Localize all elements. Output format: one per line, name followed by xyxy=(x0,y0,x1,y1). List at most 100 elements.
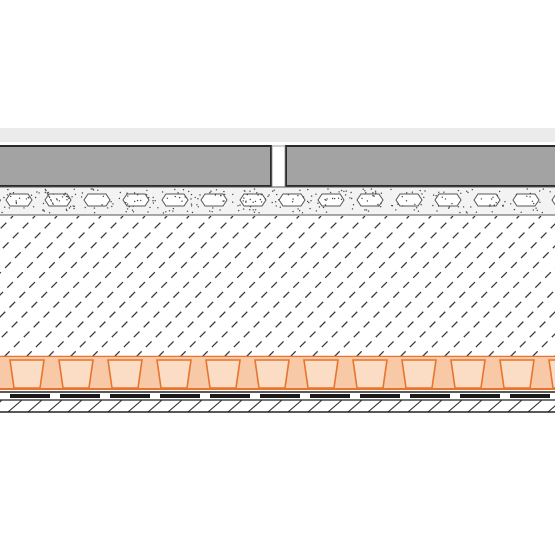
adhesive-dot xyxy=(349,197,351,199)
adhesive-dot xyxy=(254,209,257,211)
base-bond-segment xyxy=(410,394,450,398)
adhesive-dot xyxy=(372,195,374,197)
screed-hatch-line xyxy=(0,216,124,340)
screed-hatch-line xyxy=(179,216,322,357)
screed-hatch-line xyxy=(223,216,366,357)
membrane-cavity xyxy=(352,359,388,389)
adhesive-dot xyxy=(132,211,135,213)
adhesive-dot xyxy=(271,201,273,204)
adhesive-dot xyxy=(84,206,86,209)
adhesive-dot xyxy=(136,194,139,196)
adhesive-dot xyxy=(324,204,327,206)
adhesive-dot xyxy=(315,193,317,195)
adhesive-dot xyxy=(542,188,545,190)
screed-hatch-line xyxy=(399,216,542,357)
adhesive-dot xyxy=(462,206,465,208)
adhesive-pocket xyxy=(356,193,384,207)
tile-adhesive-layer xyxy=(0,186,555,216)
adhesive-dot xyxy=(451,203,453,205)
adhesive-dot xyxy=(172,210,174,212)
adhesive-dot xyxy=(373,195,375,197)
adhesive-dot xyxy=(72,205,74,207)
adhesive-dot xyxy=(372,192,374,194)
adhesive-dot xyxy=(405,200,408,202)
adhesive-dot xyxy=(32,206,35,208)
adhesive-pocket xyxy=(122,193,150,207)
adhesive-dot xyxy=(466,190,468,192)
adhesive-dot xyxy=(510,203,512,205)
adhesive-dot xyxy=(471,189,473,191)
adhesive-dot xyxy=(58,200,61,202)
membrane-cavity xyxy=(9,359,45,389)
base-bond-segment xyxy=(60,394,100,398)
adhesive-dot xyxy=(299,189,301,191)
adhesive-dot xyxy=(457,189,460,192)
screed-hatch-line xyxy=(201,216,344,357)
adhesive-pocket xyxy=(5,193,33,207)
adhesive-dot xyxy=(366,200,369,202)
adhesive-dot xyxy=(465,211,468,213)
adhesive-pocket xyxy=(161,193,189,207)
base-hatch-line xyxy=(67,400,83,412)
adhesive-bed xyxy=(0,187,555,215)
adhesive-dot xyxy=(307,188,309,191)
base-bond-segment xyxy=(160,394,200,398)
adhesive-dot xyxy=(134,200,136,203)
adhesive-dot xyxy=(322,206,325,209)
adhesive-dot xyxy=(333,197,336,200)
adhesive-dot xyxy=(249,198,251,201)
adhesive-dot xyxy=(239,204,241,206)
adhesive-dot xyxy=(186,210,189,212)
adhesive-dot xyxy=(152,202,155,204)
adhesive-pocket xyxy=(239,193,267,207)
adhesive-dot xyxy=(390,188,392,191)
adhesive-dot xyxy=(172,207,175,210)
adhesive-dot xyxy=(536,209,538,212)
adhesive-dot xyxy=(174,195,176,198)
screed-hatch-line xyxy=(91,216,234,357)
adhesive-pocket xyxy=(278,193,306,207)
adhesive-dot xyxy=(413,209,415,211)
adhesive-dot xyxy=(27,196,29,199)
adhesive-dot xyxy=(470,206,472,208)
adhesive-dot xyxy=(90,188,93,190)
adhesive-dot xyxy=(119,191,122,194)
adhesive-dot xyxy=(223,190,225,193)
base-hatch-line xyxy=(127,400,143,412)
adhesive-dot xyxy=(343,190,345,193)
adhesive-dot xyxy=(181,200,183,202)
adhesive-dot xyxy=(421,193,423,195)
adhesive-dot xyxy=(42,202,45,205)
adhesive-dot xyxy=(125,211,127,213)
adhesive-dot xyxy=(549,191,551,193)
adhesive-dot xyxy=(68,207,71,209)
adhesive-dot xyxy=(252,209,254,211)
adhesive-dot xyxy=(374,190,377,192)
adhesive-dot xyxy=(12,192,15,194)
adhesive-dot xyxy=(63,194,65,196)
adhesive-dot xyxy=(199,194,201,196)
adhesive-dot xyxy=(391,204,393,207)
adhesive-dot xyxy=(436,210,438,212)
adhesive-dot xyxy=(259,198,262,201)
adhesive-dot xyxy=(459,211,461,214)
membrane-cavity xyxy=(303,359,339,389)
adhesive-dot xyxy=(267,195,269,198)
adhesive-dot xyxy=(47,191,49,194)
adhesive-dot xyxy=(154,200,156,202)
adhesive-dot xyxy=(219,209,221,211)
adhesive-dot xyxy=(326,198,328,200)
adhesive-dot xyxy=(351,208,354,210)
adhesive-pocket xyxy=(83,193,111,207)
adhesive-dot xyxy=(377,205,379,207)
adhesive-pocket xyxy=(512,193,540,207)
adhesive-dot xyxy=(539,190,541,192)
adhesive-dot xyxy=(161,191,164,193)
screed-hatch-line xyxy=(289,216,432,357)
adhesive-dot xyxy=(401,205,404,207)
adhesive-dot xyxy=(15,200,17,202)
adhesive-dot xyxy=(182,189,185,191)
adhesive-dot xyxy=(73,207,75,210)
adhesive-dot xyxy=(30,194,33,196)
adhesive-dot xyxy=(420,204,422,206)
